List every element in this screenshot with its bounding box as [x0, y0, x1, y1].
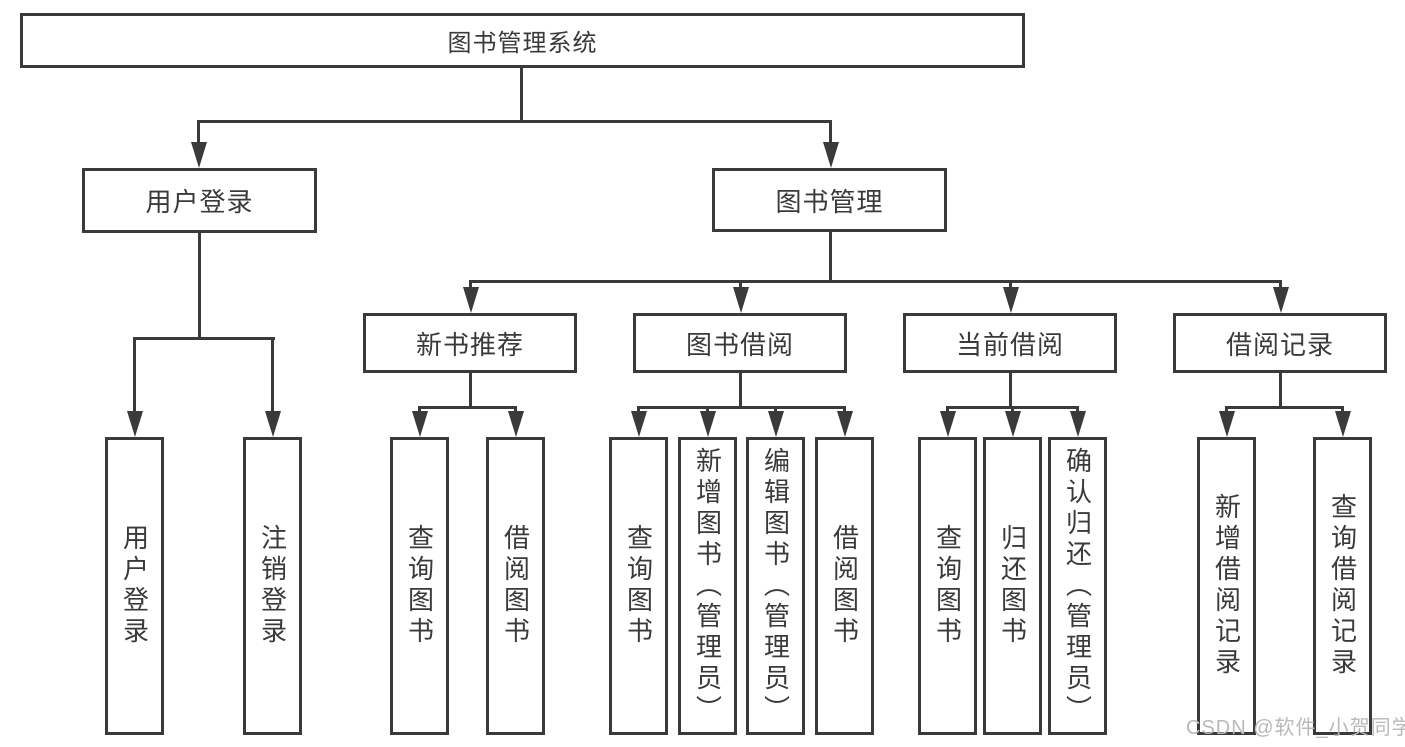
edge-userlogin-rail	[133, 337, 275, 340]
node-book-borrow: 图书借阅	[633, 313, 847, 373]
edge-arrow-leaf4	[507, 406, 524, 437]
node-user-login: 用户登录	[82, 168, 317, 233]
leaf-add-book-admin: 新增图书（管理员）	[678, 437, 737, 735]
node-new-book-recommend: 新书推荐	[363, 313, 577, 373]
edge-root-rail	[198, 120, 832, 123]
edge-arrow-leaf11	[1069, 406, 1086, 437]
edge-l2a-rail	[418, 406, 517, 409]
csdn-watermark: CSDN @软件_小贺同学	[1186, 717, 1405, 739]
node-root: 图书管理系统	[20, 13, 1025, 68]
edge-l2b-rail	[637, 406, 846, 409]
leaf-query-books-3: 查询图书	[918, 437, 977, 735]
leaf-borrow-books-2: 借阅图书	[815, 437, 874, 735]
edge-arrow-leaf5	[630, 406, 647, 437]
edge-arrow-l2c	[1002, 280, 1019, 313]
node-current-borrow: 当前借阅	[903, 313, 1117, 373]
edge-l2b-stem	[739, 373, 742, 406]
edge-arrow-leaf1	[126, 337, 143, 437]
edge-arrow-leaf13	[1334, 406, 1351, 437]
edge-arrow-leaf8	[836, 406, 853, 437]
edge-arrow-leaf3	[411, 406, 428, 437]
leaf-edit-book-admin: 编辑图书（管理员）	[746, 437, 805, 735]
edge-arrow-leaf12	[1218, 406, 1235, 437]
edge-arrow-leaf6	[699, 406, 716, 437]
edge-bookmgmt-rail	[470, 280, 1282, 283]
edge-arrow-leaf10	[1004, 406, 1021, 437]
edge-arrow-l2a	[462, 280, 479, 313]
edge-l2d-stem	[1279, 373, 1282, 406]
node-book-management: 图书管理	[712, 168, 947, 232]
leaf-add-borrow-record: 新增借阅记录	[1197, 437, 1256, 735]
edge-arrow-user-login	[190, 120, 207, 168]
leaf-user-login: 用户登录	[105, 437, 164, 735]
leaf-query-books-2: 查询图书	[609, 437, 668, 735]
edge-arrow-l2d	[1272, 280, 1289, 313]
edge-arrow-leaf9	[939, 406, 956, 437]
edge-root-stem	[520, 68, 523, 120]
edge-bookmgmt-stem	[829, 232, 832, 280]
edge-l2a-stem	[469, 373, 472, 406]
leaf-borrow-books-1: 借阅图书	[486, 437, 545, 735]
edge-arrow-leaf2	[264, 337, 281, 437]
edge-l2c-stem	[1009, 373, 1012, 406]
leaf-return-book: 归还图书	[983, 437, 1042, 735]
leaf-query-borrow-record: 查询借阅记录	[1313, 437, 1372, 735]
leaf-confirm-return-admin: 确认归还（管理员）	[1048, 437, 1107, 735]
edge-arrow-book-mgmt	[822, 120, 839, 168]
node-borrow-records: 借阅记录	[1173, 313, 1387, 373]
leaf-logout: 注销登录	[243, 437, 302, 735]
edge-userlogin-stem	[198, 233, 201, 337]
edge-arrow-leaf7	[767, 406, 784, 437]
edge-arrow-l2b	[732, 280, 749, 313]
leaf-query-books-1: 查询图书	[390, 437, 449, 735]
edge-l2d-rail	[1225, 406, 1344, 409]
